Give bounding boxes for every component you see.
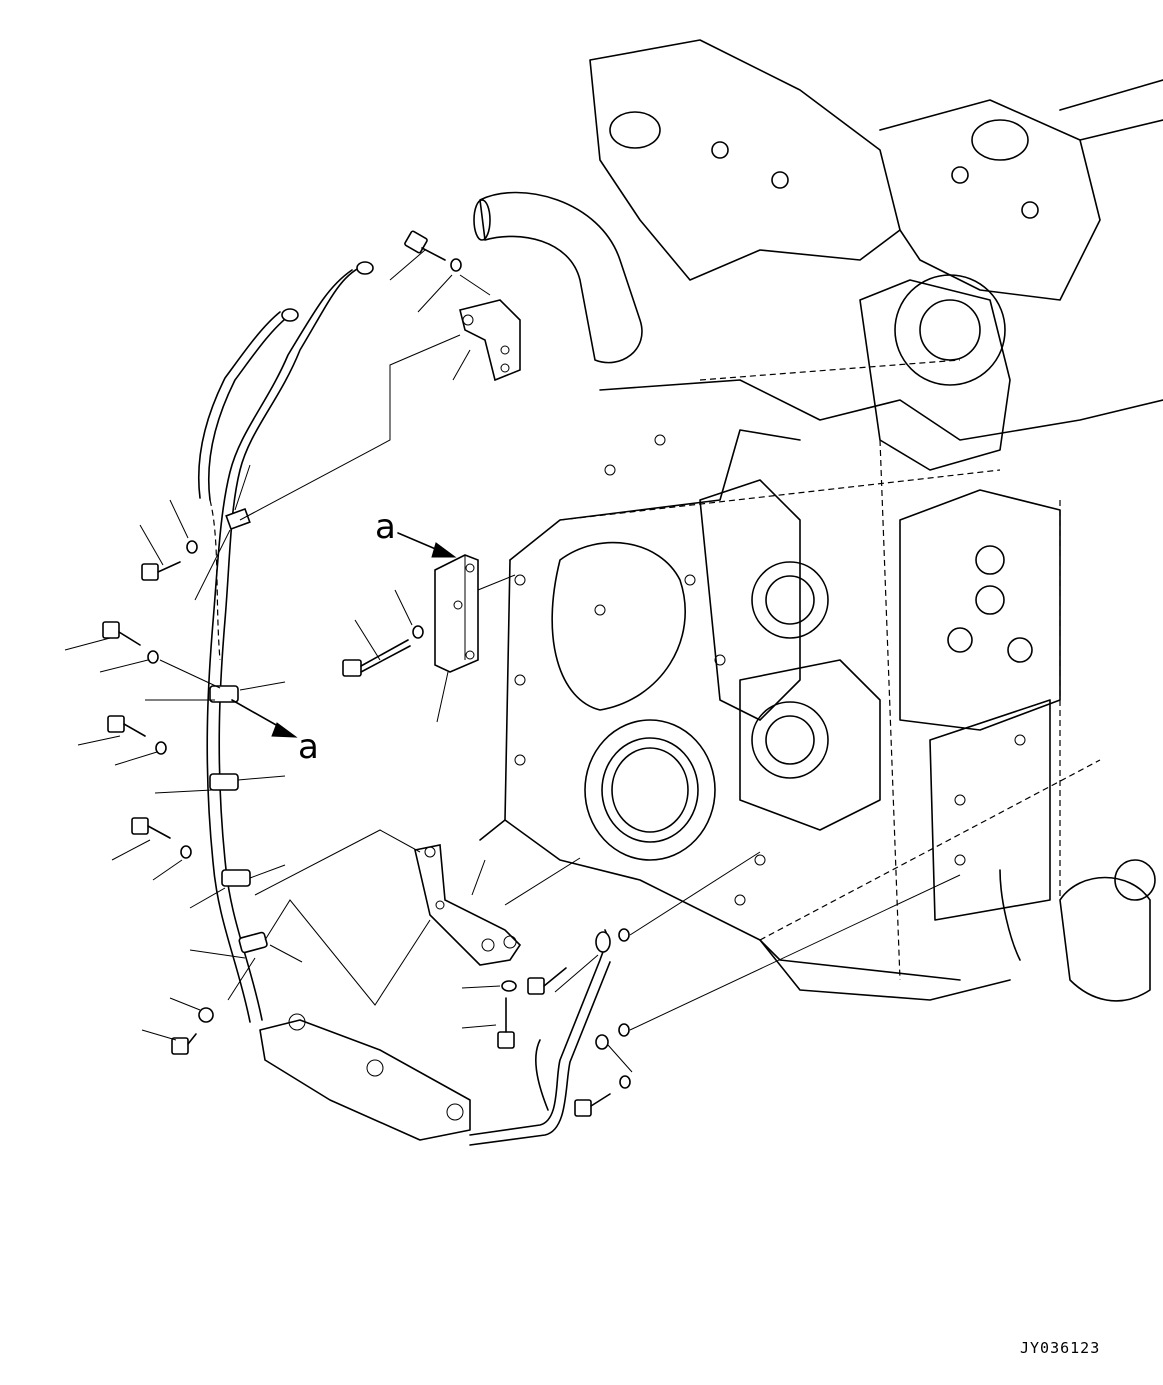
view-arrow-top [397,532,457,558]
engine-block [473,39,1163,1002]
view-label-top: a [375,507,396,547]
view-label-bottom: a [298,727,319,767]
lower-bracket [414,844,522,966]
oil-pipe-assembly [197,261,374,1023]
middle-bracket [434,554,479,673]
leader-lines [64,249,961,1073]
oil-pan-pipe [259,929,611,1146]
drawing-code: JY036123 [1020,1339,1100,1357]
upper-bracket [459,299,521,382]
view-arrow-bottom [231,699,298,738]
bolts-and-washers [102,230,631,1117]
